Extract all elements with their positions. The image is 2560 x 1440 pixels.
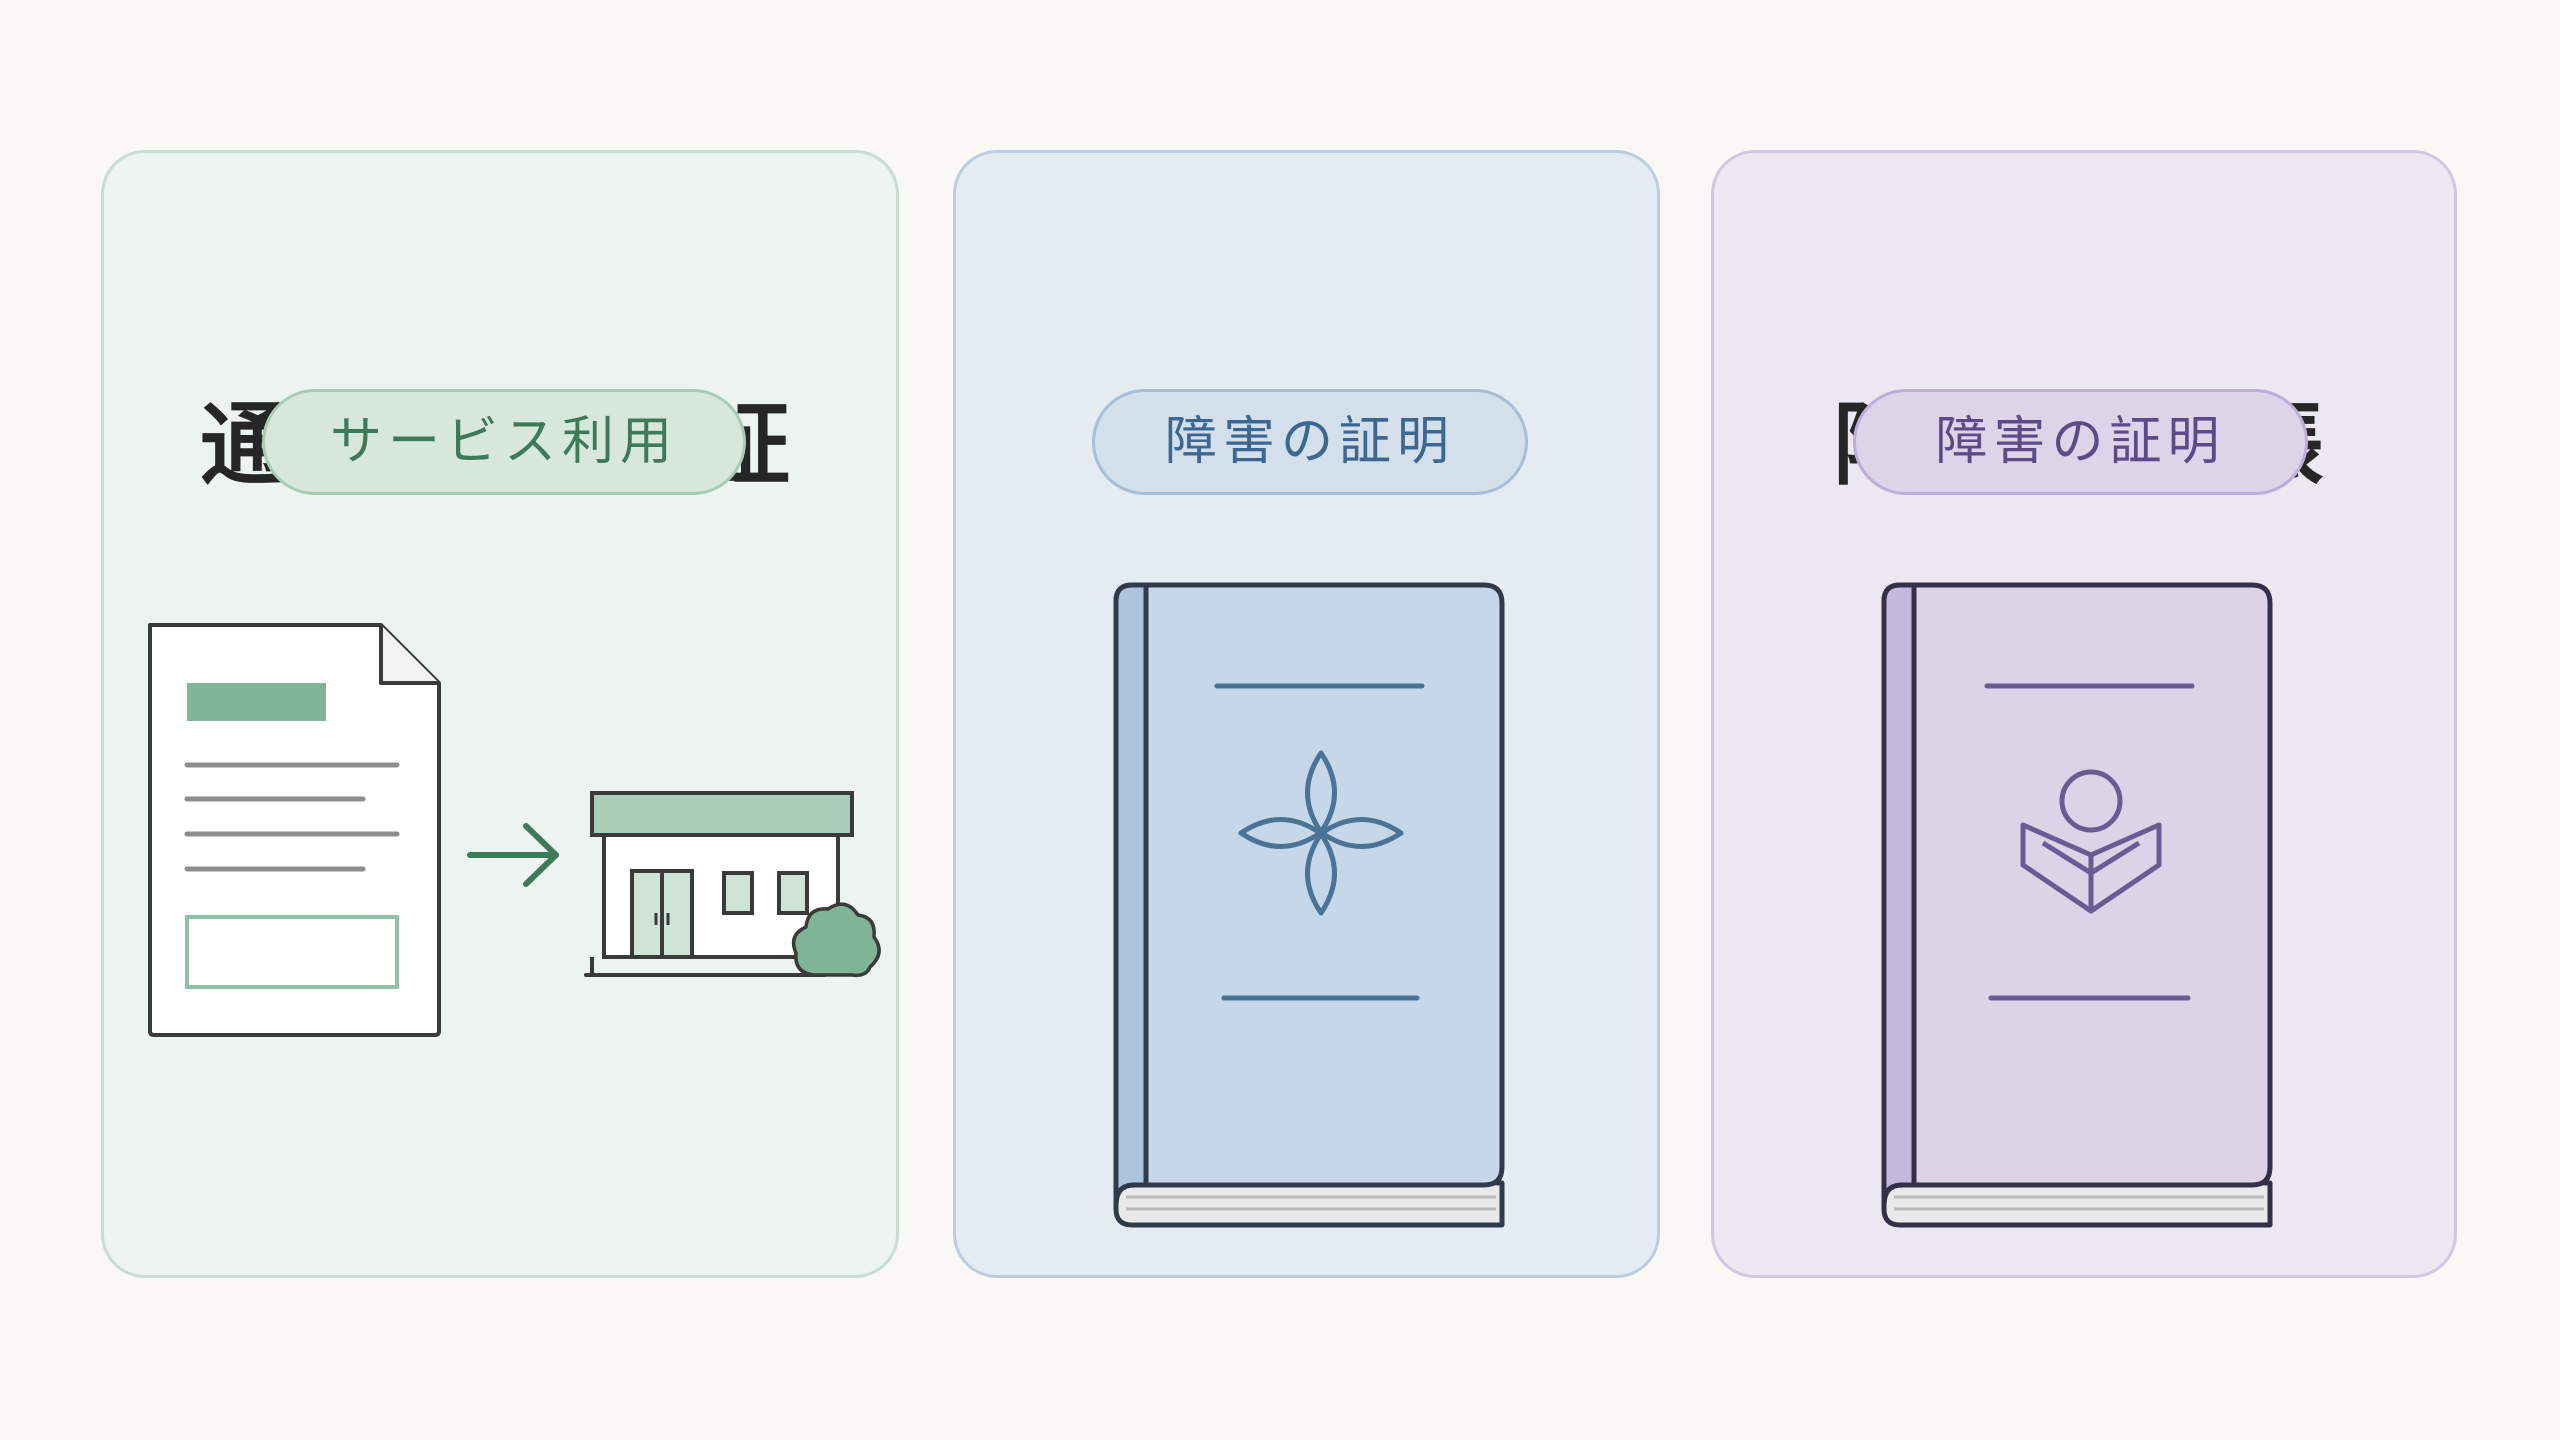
card-pill-label: サービス利用 (262, 389, 746, 495)
book-icon (1881, 582, 2273, 1228)
document-icon (148, 623, 441, 1037)
book-icon (1113, 582, 1505, 1228)
shrub-icon (791, 902, 881, 978)
card-illustration (1113, 582, 1505, 1228)
card-shogaisha-techo: 障害者手帳 障害の証明 (1711, 150, 2457, 1278)
card-ryoiku-techo: 療育手帳 障害の証明 (953, 150, 1660, 1278)
person-book-emblem-icon (2020, 769, 2162, 914)
card-pill-label: 障害の証明 (1853, 389, 2308, 495)
card-illustration (1881, 582, 2273, 1228)
card-jukyushasho: 通所受給者証 サービス利用 (101, 150, 899, 1278)
arrow-right-icon (467, 823, 559, 887)
flower-emblem-icon (1238, 750, 1404, 916)
card-illustration (148, 623, 881, 1037)
facility-building-icon (584, 791, 854, 977)
card-pill-label: 障害の証明 (1092, 389, 1528, 495)
